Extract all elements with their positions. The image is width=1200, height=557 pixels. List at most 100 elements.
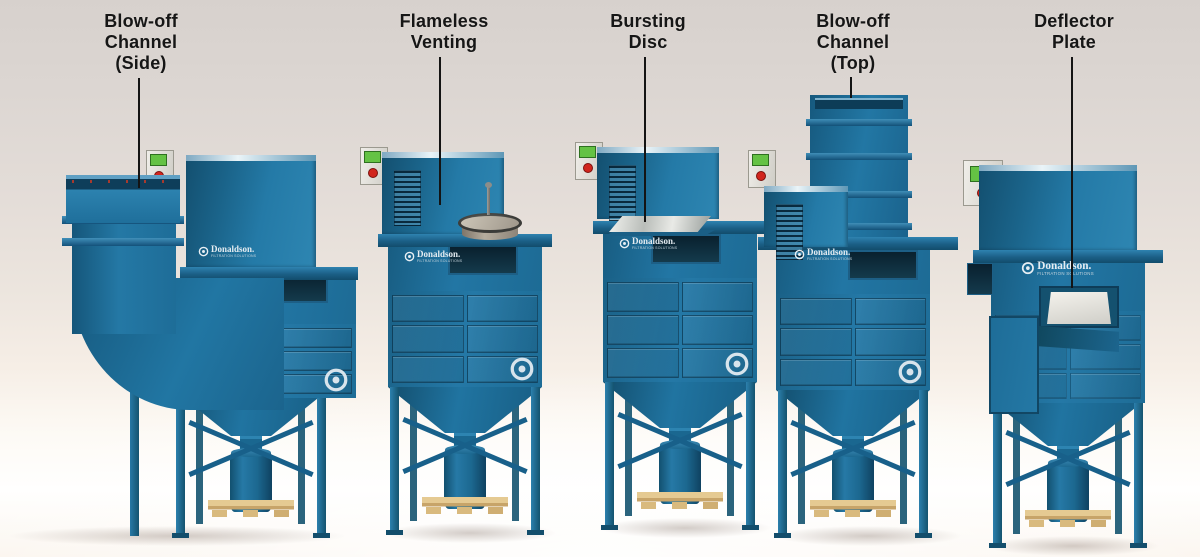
donaldson-logo: Donaldson. FILTRATION SOLUTIONS <box>794 248 852 261</box>
support-leg <box>410 387 417 521</box>
vent-indicator-rod <box>485 182 492 215</box>
wood-pallet <box>1025 510 1111 528</box>
support-leg <box>313 390 330 538</box>
side-blow-off-channel-mouth <box>66 175 180 223</box>
channel-flange <box>806 119 912 126</box>
donaldson-swirl-icon <box>198 246 209 257</box>
support-leg <box>625 382 632 516</box>
control-box <box>748 150 776 188</box>
channel-flange <box>806 191 912 198</box>
brand-name: Donaldson. <box>632 236 676 246</box>
channel-flange <box>62 238 184 246</box>
emergency-button <box>583 163 593 173</box>
support-leg <box>601 382 618 530</box>
donaldson-logo: Donaldson. FILTRATION SOLUTIONS <box>619 237 677 250</box>
dust-collector-deflector-plate: Donaldson. FILTRATION SOLUTIONS <box>953 160 1193 557</box>
callout-label-blow-off-side: Blow-off Channel (Side) <box>104 11 178 73</box>
callout-label-blow-off-top: Blow-off Channel (Top) <box>816 11 890 73</box>
brand-name: Donaldson. <box>417 249 461 259</box>
donaldson-swirl-icon <box>1021 261 1035 275</box>
control-screen <box>579 146 596 158</box>
control-screen <box>150 154 167 166</box>
callout-label-deflector-plate: Deflector Plate <box>1034 11 1114 52</box>
control-screen <box>364 151 381 163</box>
wood-pallet <box>637 492 723 510</box>
deck-collar <box>973 250 1163 263</box>
clean-air-plenum <box>597 147 719 221</box>
support-leg <box>172 390 189 538</box>
louver-vent <box>609 165 636 221</box>
support-leg <box>1013 400 1020 534</box>
donaldson-logo: Donaldson. FILTRATION SOLUTIONS <box>404 250 462 263</box>
side-blow-off-channel-duct <box>72 214 176 334</box>
dust-collector-blow-off-side: Donaldson. FILTRATION SOLUTIONS <box>0 150 412 557</box>
support-leg <box>989 400 1006 548</box>
air-outlet <box>967 263 993 295</box>
collector-unit: Donaldson. FILTRATION SOLUTIONS <box>963 160 1173 557</box>
support-leg <box>1115 400 1122 534</box>
support-leg <box>527 387 544 535</box>
air-outlet <box>848 250 918 280</box>
air-outlet <box>448 245 518 275</box>
collector-unit: Donaldson. FILTRATION SOLUTIONS <box>575 142 785 552</box>
deflector-opening <box>1039 286 1119 328</box>
emergency-button <box>368 168 378 178</box>
support-leg <box>915 390 932 538</box>
deck-collar <box>180 267 358 280</box>
channel-flange <box>806 153 912 160</box>
wood-pallet <box>208 500 294 518</box>
support-leg <box>900 390 907 524</box>
collector-base <box>748 150 958 557</box>
emergency-button <box>756 171 766 181</box>
collector-unit: Donaldson. FILTRATION SOLUTIONS <box>62 150 384 557</box>
filter-access-panels <box>603 278 757 382</box>
brand-tagline: FILTRATION SOLUTIONS <box>1037 271 1094 277</box>
collector-unit: Donaldson. FILTRATION SOLUTIONS <box>748 95 958 557</box>
louver-vent <box>394 170 421 226</box>
clean-air-plenum <box>764 186 848 260</box>
donaldson-swirl-icon <box>404 251 415 262</box>
collector-base <box>360 147 570 557</box>
filter-access-panels <box>388 291 542 387</box>
support-leg <box>298 390 305 524</box>
callout-label-bursting-disc: Bursting Disc <box>610 11 686 52</box>
support-leg <box>742 382 759 530</box>
clean-air-plenum <box>979 165 1137 250</box>
callout-line <box>850 77 852 98</box>
callout-line <box>439 57 441 205</box>
callout-line <box>138 78 140 188</box>
brand-tagline: FILTRATION SOLUTIONS <box>417 259 463 263</box>
support-leg <box>386 387 403 535</box>
callout-line <box>1071 57 1073 288</box>
brand-tagline: FILTRATION SOLUTIONS <box>632 246 678 250</box>
callout-label-flameless-venting: Flameless Venting <box>399 11 489 52</box>
bursting-disc-frame <box>605 230 715 236</box>
brand-name: Donaldson. <box>1037 258 1092 272</box>
donaldson-swirl-icon <box>794 249 805 260</box>
control-screen <box>752 154 769 166</box>
donaldson-swirl-icon <box>619 238 630 249</box>
support-leg <box>1130 400 1147 548</box>
donaldson-swirl-icon <box>724 351 750 377</box>
access-door <box>989 316 1039 414</box>
filter-access-panels <box>776 294 930 390</box>
callout-line <box>644 57 646 222</box>
dust-collector-blow-off-top: Donaldson. FILTRATION SOLUTIONS <box>738 95 998 557</box>
donaldson-swirl-icon <box>897 359 923 385</box>
dust-collector-flameless-venting: Donaldson. FILTRATION SOLUTIONS <box>350 147 590 557</box>
deflector-plate-chute <box>1039 286 1119 352</box>
support-leg <box>774 390 791 538</box>
wood-pallet <box>422 497 508 515</box>
support-leg <box>196 390 203 524</box>
brand-name: Donaldson. <box>211 244 255 254</box>
bursting-disc-panel <box>609 216 711 232</box>
support-leg <box>512 387 519 521</box>
support-leg <box>727 382 734 516</box>
dust-collector-bursting-disc: Donaldson. FILTRATION SOLUTIONS <box>565 142 805 552</box>
vent-lid <box>458 213 522 233</box>
brand-tagline: FILTRATION SOLUTIONS <box>211 254 257 258</box>
clean-air-plenum <box>186 155 316 267</box>
floor-shadow <box>0 522 412 550</box>
flameless-vent <box>458 182 522 243</box>
